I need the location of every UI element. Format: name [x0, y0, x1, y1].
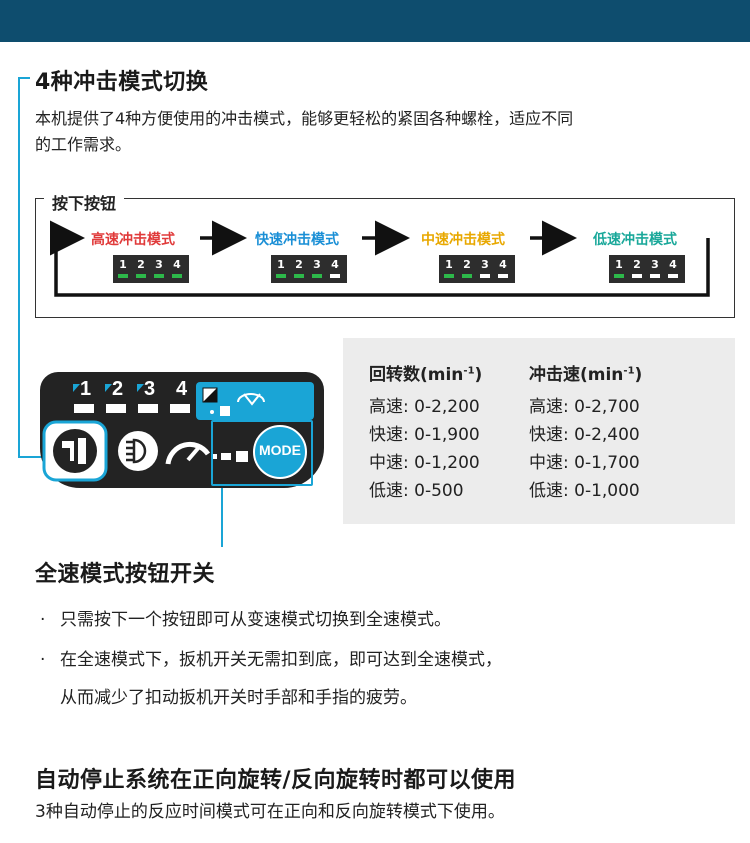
panel-key-2: 2	[112, 378, 124, 400]
section1-desc: 本机提供了4种方便使用的冲击模式，能够更轻松的紧固各种螺栓，适应不同 的工作需求…	[35, 106, 735, 158]
auto-stop-icon	[200, 386, 232, 418]
sequence-label: 按下按钮	[44, 190, 125, 214]
bullet-2-cont: 从而减少了扣动扳机开关时手部和手指的疲劳。	[60, 688, 417, 708]
spec-table: 回转数(min-1) 高速: 0-2,200 快速: 0-1,900 中速: 0…	[343, 338, 735, 524]
led-indicator-mid: 1 2 3 4	[439, 255, 515, 283]
section3-title: 自动停止系统在正向旋转/反向旋转时都可以使用	[35, 768, 517, 793]
bullet-mark: ·	[40, 650, 46, 670]
spec-rpm-high: 高速: 0-2,200	[369, 397, 480, 417]
bracket-line	[18, 77, 30, 79]
panel-key-4: 4	[176, 378, 188, 400]
spec-rpm-low: 低速: 0-500	[369, 481, 464, 501]
spec-ipm-high: 高速: 0-2,700	[529, 397, 640, 417]
section1-desc-line1: 本机提供了4种方便使用的冲击模式，能够更轻松的紧固各种螺栓，适应不同	[35, 109, 574, 128]
control-panel: 1 2 3 4 MODE	[40, 372, 324, 488]
spec-col-rpm: 回转数(min-1) 高速: 0-2,200 快速: 0-1,900 中速: 0…	[369, 360, 482, 505]
section1-desc-line2: 的工作需求。	[35, 135, 132, 154]
header-bar	[0, 0, 750, 42]
light-icon[interactable]	[118, 431, 158, 471]
mode-label-mid: 中速冲击模式	[418, 229, 508, 249]
bullet-2-text: 在全速模式下，扳机开关无需扣到底，即可达到全速模式，	[60, 650, 502, 670]
bullet-mark: ·	[40, 610, 46, 630]
mode-sequence-box	[35, 198, 735, 318]
bullet-1: · 只需按下一个按钮即可从变速模式切换到全速模式。	[40, 605, 451, 630]
panel-key-3: 3	[144, 378, 156, 400]
bracket-line	[18, 456, 46, 458]
bullet-2: · 在全速模式下，扳机开关无需扣到底，即可达到全速模式，	[40, 645, 502, 670]
section2-title: 全速模式按钮开关	[35, 562, 216, 587]
bullet-1-text: 只需按下一个按钮即可从变速模式切换到全速模式。	[60, 610, 451, 630]
mode-button-highlight	[211, 420, 313, 486]
bracket-line	[221, 487, 223, 547]
impact-mode-icon[interactable]	[44, 422, 106, 480]
panel-key-1: 1	[80, 378, 92, 400]
led-indicator-fast: 1 2 3 4	[271, 255, 347, 283]
spec-rpm-mid: 中速: 0-1,200	[369, 453, 480, 473]
spec-rpm-header: 回转数(min-1)	[369, 365, 483, 385]
spec-col-ipm: 冲击速(min-1) 高速: 0-2,700 快速: 0-2,400 中速: 0…	[529, 360, 642, 505]
mode-button[interactable]: MODE	[259, 442, 301, 458]
mode-label-fast: 快速冲击模式	[252, 229, 342, 249]
section1-title: 4种冲击模式切换	[35, 70, 209, 95]
bracket-line	[18, 77, 20, 457]
led-indicator-low: 1 2 3 4	[609, 255, 685, 283]
mode-label-low: 低速冲击模式	[590, 229, 680, 249]
spec-ipm-fast: 快速: 0-2,400	[529, 425, 640, 445]
section3-desc: 3种自动停止的反应时间模式可在正向和反向旋转模式下使用。	[35, 802, 505, 822]
led-indicator-high: 1 2 3 4	[113, 255, 189, 283]
spec-rpm-fast: 快速: 0-1,900	[369, 425, 480, 445]
spec-ipm-mid: 中速: 0-1,700	[529, 453, 640, 473]
spec-ipm-header: 冲击速(min-1)	[529, 365, 643, 385]
control-panel-graphic	[42, 382, 314, 482]
mode-label-high: 高速冲击模式	[88, 229, 178, 249]
spec-ipm-low: 低速: 0-1,000	[529, 481, 640, 501]
rotation-icon	[236, 386, 266, 412]
speed-gauge-icon	[166, 436, 210, 466]
